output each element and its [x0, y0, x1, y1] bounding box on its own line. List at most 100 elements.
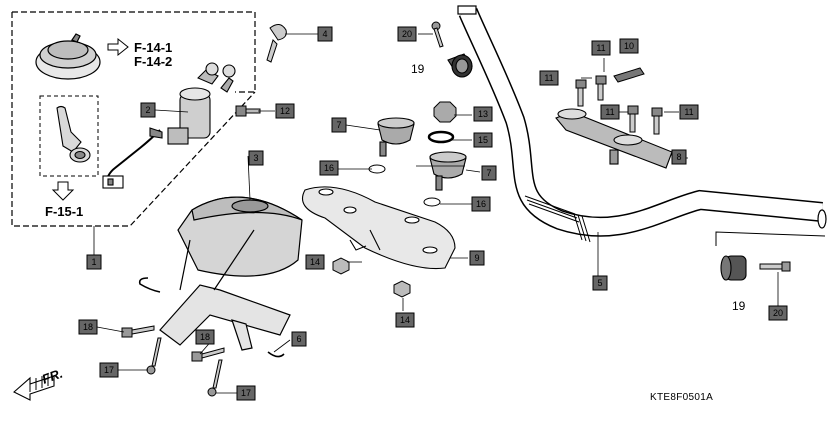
weight-19-top-drawing [447, 53, 473, 78]
washer-15-drawing [427, 130, 455, 144]
ignition-switch-drawing [102, 62, 236, 189]
ref-arrow-right [107, 37, 129, 57]
top-bridge-drawing [301, 186, 456, 270]
svg-text:18: 18 [200, 332, 210, 342]
front-arrow-icon [13, 375, 55, 401]
svg-text:7: 7 [486, 168, 491, 178]
callout-11-c: 11 [600, 104, 620, 120]
callout-20-right: 20 [768, 305, 788, 321]
callout-2: 2 [140, 102, 156, 118]
callout-1: 1 [86, 254, 102, 270]
ref-label-f15-1: F-15-1 [45, 204, 83, 219]
svg-text:13: 13 [478, 109, 488, 119]
callout-20-top: 20 [397, 26, 417, 42]
svg-text:14: 14 [400, 315, 410, 325]
svg-text:4: 4 [322, 29, 327, 39]
svg-text:9: 9 [474, 253, 479, 263]
callout-16-upper: 16 [319, 160, 339, 176]
bolts-11-drawing [575, 75, 663, 135]
badge-10-drawing [613, 67, 645, 83]
callout-18-left: 18 [78, 319, 98, 335]
callout-11-b: 11 [591, 40, 611, 56]
ref-label-f14-2: F-14-2 [134, 54, 172, 69]
svg-text:20: 20 [402, 29, 412, 39]
svg-text:16: 16 [324, 163, 334, 173]
callout-15: 15 [473, 132, 493, 148]
svg-text:11: 11 [605, 107, 614, 117]
screw-18-left-drawing [121, 325, 155, 338]
lower-holder-lower-drawing [429, 151, 467, 191]
bracket-drawing [138, 229, 291, 358]
ref-arrow-down [51, 181, 75, 201]
right-weight-detail-outline [715, 231, 826, 246]
fuel-cap-drawing [35, 33, 101, 80]
svg-text:8: 8 [676, 152, 681, 162]
callout-14-left: 14 [305, 254, 325, 270]
nut-14-left-drawing [332, 257, 350, 275]
svg-text:11: 11 [684, 107, 693, 117]
svg-text:16: 16 [476, 199, 486, 209]
front-arrow-hatch [29, 374, 49, 392]
label-19-top: 19 [411, 62, 425, 76]
svg-text:18: 18 [83, 322, 93, 332]
upper-holder-drawing [555, 108, 673, 169]
front-label: FR. [40, 366, 65, 387]
svg-text:3: 3 [253, 153, 258, 163]
callout-10: 10 [619, 38, 639, 54]
callout-16-lower: 16 [471, 196, 491, 212]
callout-8: 8 [671, 149, 687, 165]
svg-text:1: 1 [91, 257, 96, 267]
svg-text:11: 11 [596, 43, 605, 53]
svg-text:5: 5 [597, 278, 602, 288]
svg-text:17: 17 [241, 388, 251, 398]
callout-4: 4 [317, 26, 333, 42]
handlebar-cover-drawing [177, 196, 303, 277]
nut-14-right-drawing [393, 280, 411, 298]
ignition-group-outline [12, 11, 256, 93]
lower-holder-upper-drawing [377, 117, 415, 157]
callout-18-right: 18 [195, 329, 215, 345]
callout-11-a: 11 [539, 70, 559, 86]
screw-20-top-drawing [431, 21, 444, 48]
cushion-13-drawing [433, 101, 457, 123]
key-blank-drawing [266, 24, 287, 63]
callout-13: 13 [473, 106, 493, 122]
callout-9: 9 [469, 250, 485, 266]
svg-text:2: 2 [145, 105, 150, 115]
svg-text:7: 7 [336, 120, 341, 130]
svg-text:14: 14 [310, 257, 320, 267]
screw-17-left-drawing [146, 337, 162, 375]
callout-14-right: 14 [395, 312, 415, 328]
ref-label-f14-1: F-14-1 [134, 40, 172, 55]
callout-12: 12 [275, 103, 295, 119]
callout-5: 5 [592, 275, 608, 291]
callout-17-right: 17 [236, 385, 256, 401]
callout-6: 6 [291, 331, 307, 347]
ignition-group-outline-lower [11, 12, 256, 227]
svg-text:12: 12 [280, 106, 290, 116]
screw-12-drawing [235, 105, 261, 117]
svg-text:10: 10 [624, 41, 634, 51]
figure-code: KTE8F0501A [650, 392, 713, 403]
handlebar-pipe-drawing [457, 5, 827, 243]
svg-text:15: 15 [478, 135, 488, 145]
svg-text:11: 11 [544, 73, 553, 83]
label-19-right: 19 [732, 299, 746, 313]
weight-19-right-drawing [720, 255, 747, 281]
screw-18-right-drawing [191, 347, 225, 362]
washer-16-lower-drawing [423, 197, 441, 207]
lock-detail-box [39, 95, 99, 177]
screw-17-right-drawing [207, 359, 223, 397]
callout-7-lower: 7 [481, 165, 497, 181]
leader-lines [93, 33, 779, 394]
svg-text:20: 20 [773, 308, 783, 318]
svg-text:17: 17 [104, 365, 114, 375]
callout-17-left: 17 [99, 362, 119, 378]
callout-11-d: 11 [679, 104, 699, 120]
svg-text:6: 6 [296, 334, 301, 344]
lock-cylinder-drawing [56, 105, 91, 163]
screw-20-right-drawing [759, 261, 791, 272]
callout-7-upper: 7 [331, 117, 347, 133]
